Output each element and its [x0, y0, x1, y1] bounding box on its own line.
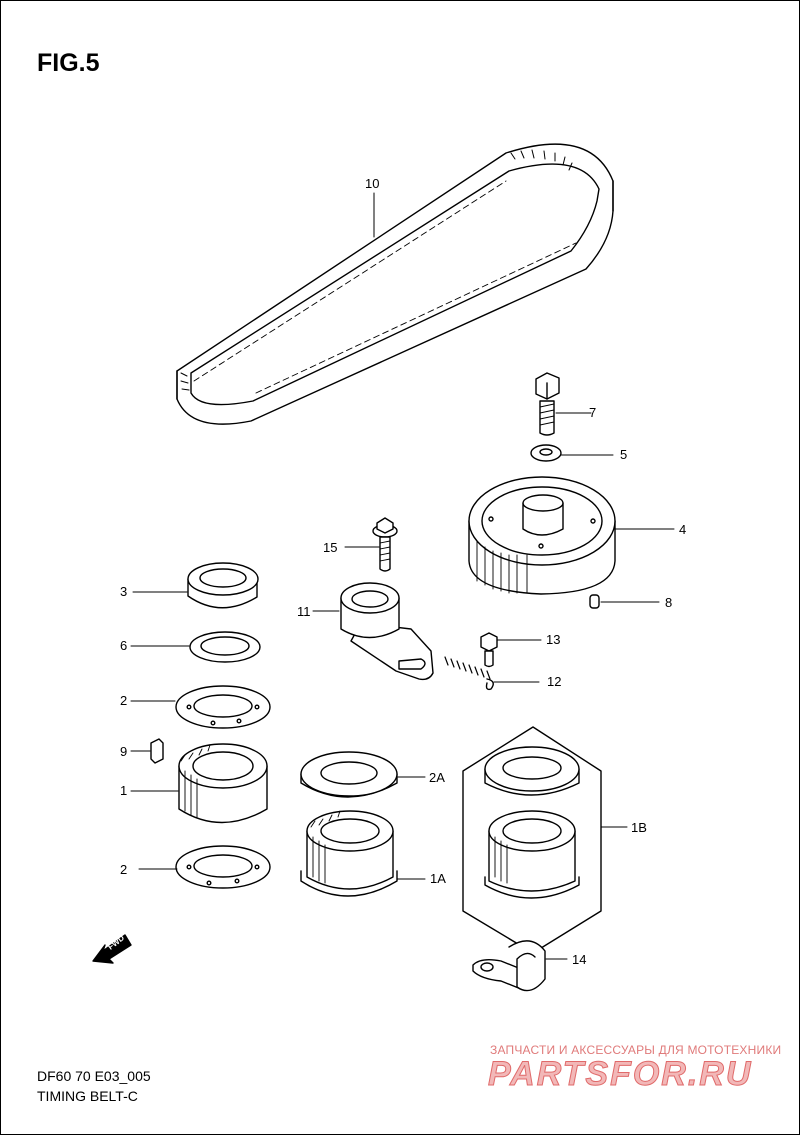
diagram-name: TIMING BELT-C [37, 1088, 138, 1104]
figure-title: FIG.5 [37, 49, 100, 77]
washer-5-part [530, 444, 562, 462]
callout-1A: 1A [430, 871, 446, 886]
dowel-pin-part [589, 594, 600, 609]
diagram-code: DF60 70 E03_005 [37, 1068, 151, 1084]
forward-arrow-icon [92, 934, 132, 964]
crankshaft-pulley-part [178, 743, 268, 824]
callout-14: 14 [572, 952, 587, 967]
callout-2A: 2A [429, 770, 445, 785]
callout-11: 11 [297, 604, 311, 619]
camshaft-pulley-part [468, 476, 616, 595]
plate-upper-part [175, 685, 271, 729]
callout-13: 13 [546, 632, 561, 647]
ring-6-part [189, 631, 261, 663]
callout-1B: 1B [631, 820, 647, 835]
callout-8: 8 [665, 595, 673, 610]
pulley-assembly-1b-part [462, 726, 602, 954]
callout-12: 12 [547, 674, 562, 689]
callout-5: 5 [620, 447, 628, 462]
callout-6: 6 [120, 638, 128, 653]
key-part [150, 738, 164, 764]
bolt-15-part [372, 517, 398, 572]
timing-belt-part [176, 143, 614, 425]
tensioner-part [340, 582, 434, 681]
callout-9: 9 [120, 744, 128, 759]
bolt-7-part [535, 372, 560, 436]
callout-10: 10 [365, 176, 380, 191]
spring-part [440, 656, 494, 691]
clamp-part [472, 940, 546, 992]
bolt-13-part [480, 632, 498, 668]
plate-lower-part [175, 845, 271, 889]
callout-7: 7 [589, 405, 597, 420]
oil-seal-part [187, 562, 259, 609]
plate-2a-part [300, 751, 398, 798]
callout-2-lower: 2 [120, 862, 128, 877]
watermark-tagline: ЗАПЧАСТИ И АКСЕССУАРЫ ДЛЯ МОТОТЕХНИКИ [490, 1043, 782, 1057]
callout-2-upper: 2 [120, 693, 128, 708]
callout-1: 1 [120, 783, 128, 798]
pulley-1a-part [300, 810, 398, 897]
watermark-brand: PARTSFOR.RU [487, 1055, 753, 1094]
callout-3: 3 [120, 584, 128, 599]
callout-15: 15 [323, 540, 338, 555]
callout-4: 4 [679, 522, 687, 537]
